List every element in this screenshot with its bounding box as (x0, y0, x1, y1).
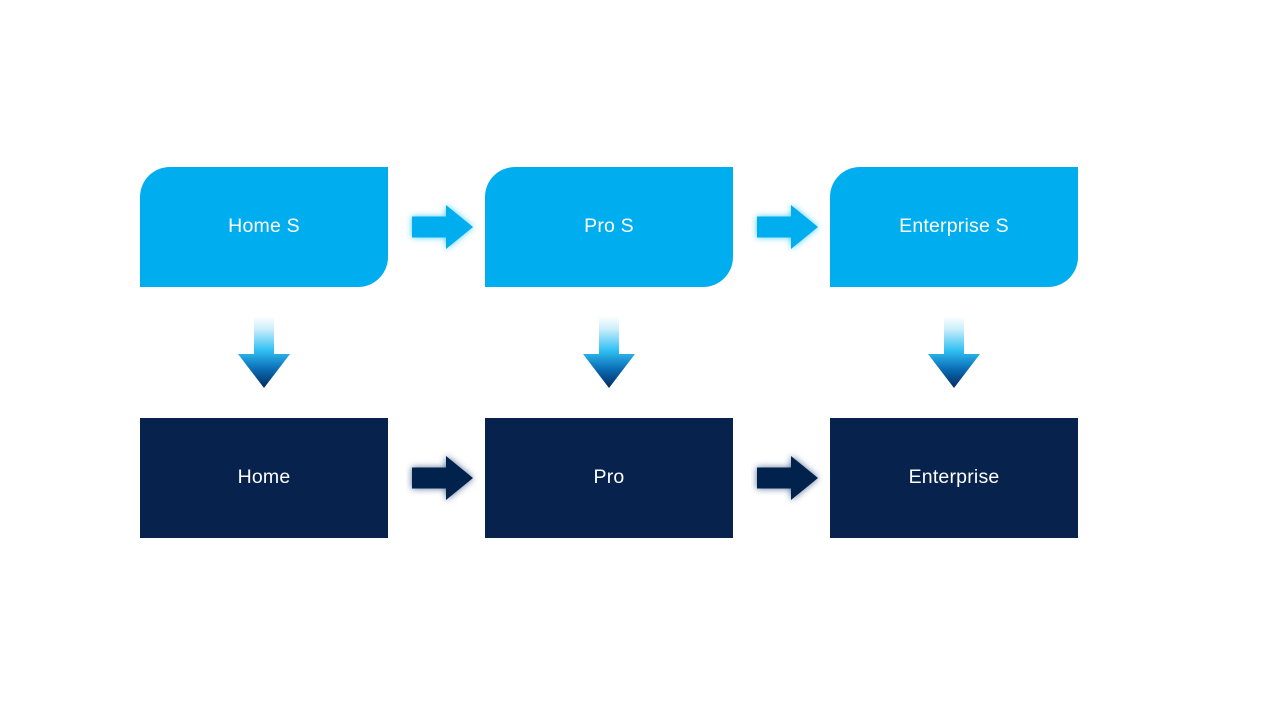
arrow-right-icon-home-to-pro (406, 450, 478, 506)
node-label-enterprise-s: Enterprise S (899, 215, 1009, 238)
arrow-right-icon-pro-s-to-enterprise-s (751, 199, 823, 255)
node-label-pro-s: Pro S (584, 215, 634, 238)
node-enterprise-s[interactable]: Enterprise S (830, 167, 1078, 287)
arrow-right-icon-pro-to-enterprise (751, 450, 823, 506)
node-label-home: Home (237, 466, 291, 489)
node-home[interactable]: Home (140, 418, 388, 538)
arrow-right-icon-home-s-to-pro-s (406, 199, 478, 255)
node-pro[interactable]: Pro (485, 418, 733, 538)
node-enterprise[interactable]: Enterprise (830, 418, 1078, 538)
node-label-pro: Pro (593, 466, 625, 489)
arrow-down-icon-enterprise-s-to-enterprise (922, 314, 986, 392)
node-home-s[interactable]: Home S (140, 167, 388, 287)
node-label-enterprise: Enterprise (908, 466, 1000, 489)
node-label-home-s: Home S (228, 215, 300, 238)
arrow-down-icon-pro-s-to-pro (577, 314, 641, 392)
node-pro-s[interactable]: Pro S (485, 167, 733, 287)
arrow-down-icon-home-s-to-home (232, 314, 296, 392)
